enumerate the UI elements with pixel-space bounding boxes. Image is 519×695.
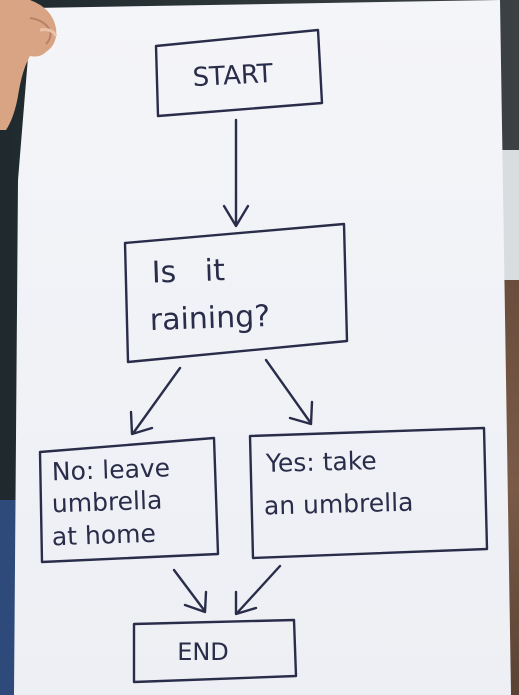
arrow-yes-to-end: [234, 564, 282, 616]
paper-sheet: [14, 0, 511, 695]
end-label: END: [177, 638, 229, 666]
decision-node: Is it raining?: [123, 222, 349, 364]
decision-label-line2: raining?: [149, 299, 271, 338]
holding-hand: [0, 0, 58, 130]
yes-label-line2: an umbrella: [264, 488, 414, 521]
no-branch-node: No: leave umbrella at home: [38, 436, 220, 564]
arrow-decision-to-yes: [264, 358, 314, 426]
start-node: START: [154, 28, 324, 118]
end-node: END: [132, 618, 298, 684]
yes-branch-node: Yes: take an umbrella: [248, 426, 489, 560]
arrow-decision-to-no: [129, 366, 182, 436]
arrow-no-to-end: [172, 568, 208, 614]
yes-label-line1: Yes: take: [265, 446, 378, 478]
no-label-line1: No: leave: [51, 453, 170, 486]
decision-label-line1: Is it: [151, 253, 226, 291]
arrow-start-to-decision: [222, 118, 250, 228]
no-label-line2: umbrella: [51, 486, 162, 519]
no-label-line3: at home: [51, 519, 156, 552]
start-label: START: [192, 59, 274, 93]
